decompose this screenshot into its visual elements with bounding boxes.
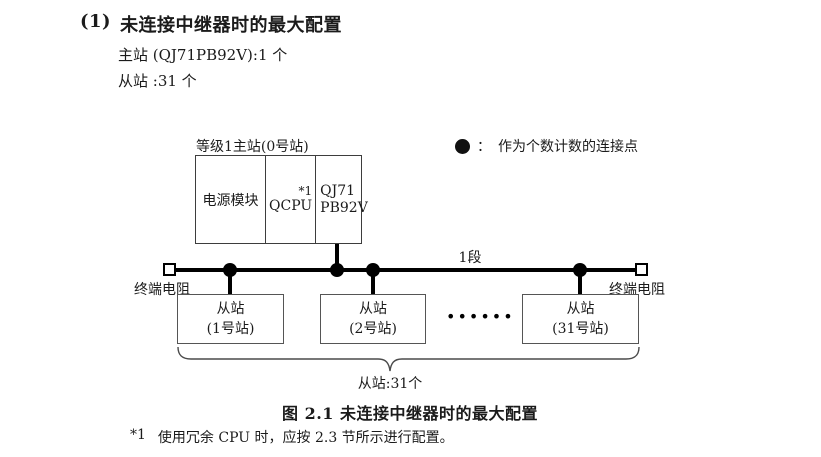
terminating-resistor-left-icon xyxy=(163,263,176,276)
master-station-label: 等级1主站(0号站) xyxy=(196,139,309,155)
slave-name: 从站 xyxy=(216,301,245,317)
connection-point-dot-icon xyxy=(455,138,470,154)
master-station-box: 电源模块 *1 QCPU QJ71 PB92V xyxy=(195,155,368,244)
slave-name: 从站 xyxy=(359,301,387,317)
power-module-cell: 电源模块 xyxy=(196,156,266,243)
slave-station-number: (31号站) xyxy=(552,321,609,337)
slave-station-number: (2号站) xyxy=(349,321,397,337)
figure-caption: 图 2.1 未连接中继器时的最大配置 xyxy=(282,404,538,423)
power-module-label: 电源模块 xyxy=(202,192,259,209)
slave-count-label: 从站:31个 xyxy=(357,376,423,392)
network-module-cell: QJ71 PB92V xyxy=(316,156,368,243)
slave-station-box-1: 从站 (1号站) xyxy=(177,294,284,344)
footnote-marker: *1 xyxy=(130,427,146,443)
terminator-label-left: 终端电阻 xyxy=(134,282,190,298)
slave-station-number: (1号站) xyxy=(206,321,255,337)
slave-count-brace xyxy=(177,346,640,372)
drop-line-slave31 xyxy=(578,270,582,295)
footnote-text: 使用冗余 CPU 时，应按 2.3 节所示进行配置。 xyxy=(157,430,454,446)
section-title: 未连接中继器时的最大配置 xyxy=(120,15,343,36)
ellipsis-dots: •••••• xyxy=(446,307,515,326)
legend: ： 作为个数计数的连接点 xyxy=(455,136,638,156)
section-number: (1) xyxy=(80,11,112,32)
drop-line-slave1 xyxy=(228,270,232,295)
terminating-resistor-right-icon xyxy=(635,263,648,276)
connection-dot-master xyxy=(330,263,344,277)
network-module-line2: PB92V xyxy=(320,199,368,216)
segment-label: 1段 xyxy=(458,250,482,266)
drop-line-slave2 xyxy=(371,270,375,295)
section-heading: (1) 未连接中继器时的最大配置 xyxy=(80,11,342,37)
slave-station-box-31: 从站 (31号站) xyxy=(522,294,639,344)
legend-separator: ： xyxy=(477,139,491,155)
legend-text: 作为个数计数的连接点 xyxy=(498,139,638,155)
cpu-label: QCPU xyxy=(269,198,313,214)
slave-name: 从站 xyxy=(566,301,595,317)
slave-spec-line: 从站 :31 个 xyxy=(118,72,197,90)
cpu-cell: *1 QCPU xyxy=(266,156,317,243)
cpu-footnote-ref: *1 xyxy=(298,184,313,198)
bus-line xyxy=(176,268,635,272)
network-module-line1: QJ71 xyxy=(320,182,356,199)
master-spec-line: 主站 (QJ71PB92V):1 个 xyxy=(118,46,288,64)
slave-station-box-2: 从站 (2号站) xyxy=(320,294,426,344)
drop-line-master xyxy=(335,244,339,270)
footnote: *1 使用冗余 CPU 时，应按 2.3 节所示进行配置。 xyxy=(130,427,454,447)
